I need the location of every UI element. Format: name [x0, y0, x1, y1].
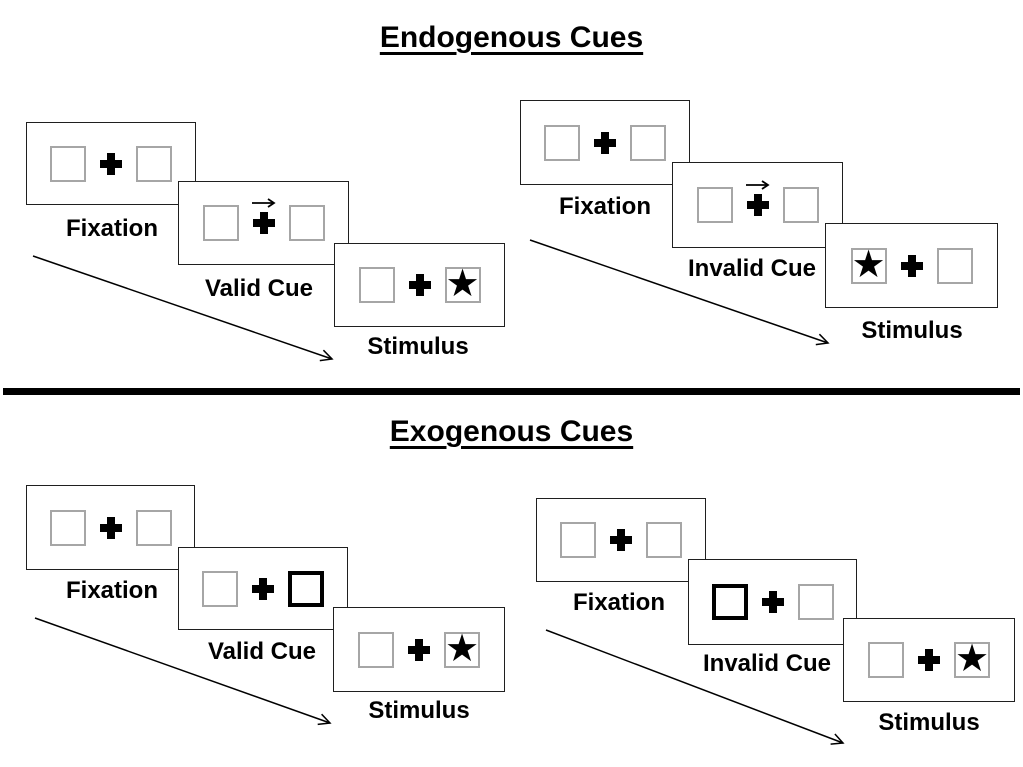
- right-box: [782, 187, 819, 223]
- star-icon: ★: [444, 627, 480, 670]
- panel-label: Stimulus: [368, 697, 470, 724]
- timeline-arrow: [34, 617, 332, 726]
- panel-label: Valid Cue: [204, 275, 314, 302]
- right-box: [288, 205, 325, 241]
- left-box: [50, 145, 86, 182]
- left-box: [868, 642, 904, 678]
- star-icon: ★: [954, 638, 990, 680]
- section-title-text: Exogenous Cues: [389, 415, 634, 448]
- section-divider: [3, 388, 1020, 395]
- panel-stimulus: ★: [333, 607, 505, 692]
- arrow-right-cue-icon: [745, 180, 770, 190]
- panel-fixation: [520, 100, 690, 185]
- left-box: [358, 631, 394, 668]
- panel-valid-cue: [178, 181, 349, 265]
- panel-label: Stimulus: [367, 333, 469, 360]
- right-box: [797, 584, 834, 620]
- panel-label: Fixation: [572, 589, 665, 616]
- section-title-exogenous: Exogenous Cues: [0, 414, 1023, 450]
- right-box: [936, 247, 973, 284]
- panel-invalid-cue: [688, 559, 857, 645]
- panel-label: Stimulus: [878, 709, 980, 736]
- panel-label: Invalid Cue: [702, 650, 832, 677]
- left-box-highlighted: [711, 584, 748, 620]
- fixation-cross-icon: [610, 529, 632, 551]
- panel-valid-cue: [178, 547, 348, 630]
- panel-label: Fixation: [558, 193, 651, 220]
- panel-label: Invalid Cue: [687, 255, 817, 282]
- fixation-cross-icon: [745, 180, 770, 216]
- fixation-cross-icon: [761, 591, 784, 613]
- right-box: ★: [444, 627, 480, 670]
- panel-label: Fixation: [65, 577, 158, 604]
- panel-stimulus: ★: [334, 243, 505, 327]
- panel-stimulus: ★: [825, 223, 998, 308]
- left-box: [49, 509, 86, 546]
- panel-stimulus: ★: [843, 618, 1015, 702]
- fixation-cross-icon: [408, 638, 430, 661]
- fixation-cross-icon: [252, 577, 274, 600]
- fixation-cross-icon: [900, 254, 923, 277]
- fixation-cross-icon: [594, 131, 616, 154]
- arrow-right-cue-icon: [251, 198, 276, 208]
- panel-fixation: [26, 122, 196, 205]
- left-box: [696, 187, 733, 223]
- timeline-arrow: [545, 629, 845, 745]
- left-box: [560, 522, 596, 558]
- section-title-endogenous: Endogenous Cues: [0, 20, 1023, 56]
- panel-invalid-cue: [672, 162, 843, 248]
- fixation-cross-icon: [251, 198, 276, 234]
- left-box: [202, 205, 239, 241]
- panel-label: Stimulus: [861, 317, 963, 344]
- panel-fixation: [536, 498, 706, 582]
- fixation-cross-icon: [918, 649, 940, 671]
- right-box: ★: [444, 263, 481, 305]
- right-box-highlighted: [288, 570, 324, 607]
- fixation-cross-icon: [99, 516, 122, 539]
- panel-fixation: [26, 485, 195, 570]
- left-box: [202, 570, 238, 607]
- right-box: [630, 124, 666, 161]
- star-icon: ★: [851, 243, 886, 286]
- timeline-arrow: [529, 239, 830, 346]
- left-box: ★: [850, 243, 887, 286]
- panel-label: Fixation: [65, 215, 158, 242]
- fixation-cross-icon: [100, 152, 122, 175]
- star-icon: ★: [445, 263, 480, 305]
- left-box: [358, 267, 395, 303]
- left-box: [544, 124, 580, 161]
- right-box: [646, 522, 682, 558]
- right-box: [135, 509, 172, 546]
- section-title-text: Endogenous Cues: [379, 21, 644, 54]
- right-box: ★: [954, 638, 990, 680]
- right-box: [136, 145, 172, 182]
- timeline-arrow: [32, 255, 334, 362]
- panel-label: Valid Cue: [207, 638, 317, 665]
- fixation-cross-icon: [408, 274, 431, 296]
